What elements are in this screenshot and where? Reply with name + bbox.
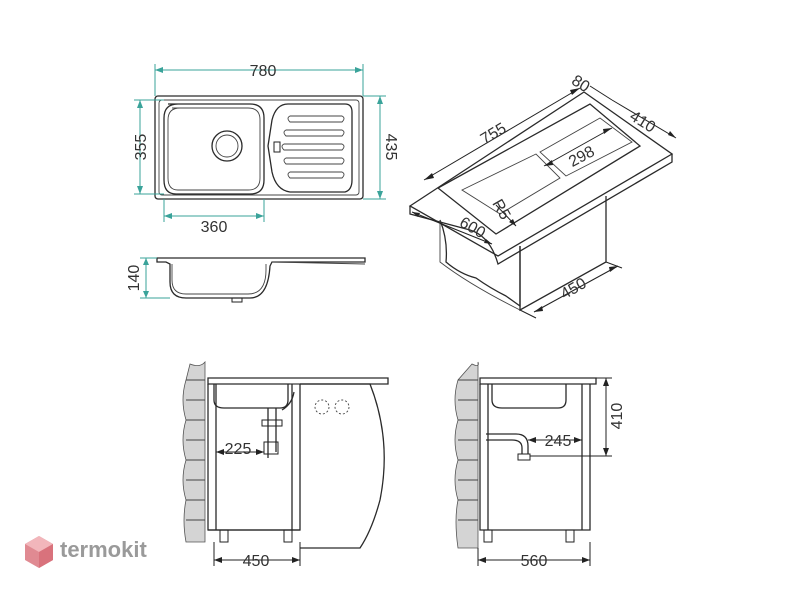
dim-front-cabinet: 450	[243, 553, 270, 570]
dim-iso-drainer: 298	[566, 143, 598, 171]
brand-logo-icon	[25, 536, 53, 568]
dim-iso-base: 450	[558, 275, 590, 303]
dim-top-width: 780	[250, 63, 277, 80]
dim-top-total-depth: 435	[382, 134, 399, 161]
dim-top-bowl-width: 360	[201, 219, 228, 236]
dim-side-height-total: 410	[609, 403, 626, 430]
dim-iso-edge: 80	[568, 72, 592, 96]
dim-front-siphon: 225	[225, 441, 252, 458]
dim-side-height: 140	[126, 265, 143, 292]
dim-side-siphon: 245	[545, 433, 572, 450]
dim-top-bowl-depth: 355	[133, 134, 150, 161]
top-view: 780 355 435 360	[133, 63, 399, 236]
side-profile-view: 140	[126, 257, 366, 303]
isometric-view: 755 80 410 298 R5 600 450	[408, 72, 677, 319]
side-section-view: 245 410 560	[454, 361, 626, 570]
dim-side-cabinet: 560	[521, 553, 548, 570]
brand-logo-text: termokit	[60, 537, 147, 562]
front-section-view: 225 450	[182, 360, 389, 570]
dim-iso-depth: 410	[627, 108, 659, 137]
